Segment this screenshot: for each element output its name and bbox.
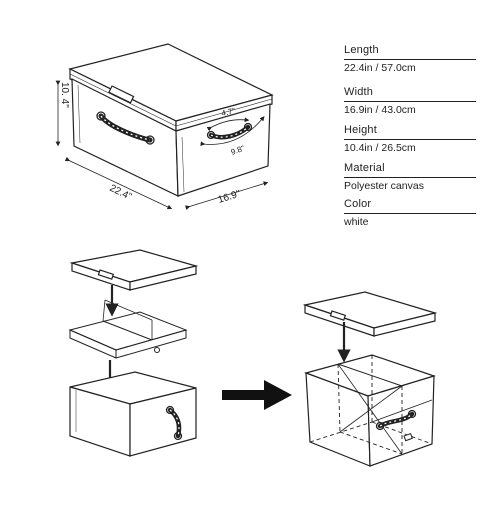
exploded-box-handle: [165, 405, 183, 441]
spec-color: Color white: [344, 198, 484, 229]
dim-width: 16.9": [217, 188, 243, 205]
spec-divider: [344, 101, 476, 102]
spec-label: Height: [344, 124, 377, 136]
spec-width: Width 16.9in / 43.0cm: [344, 86, 484, 117]
handle-dimension-lines: [200, 116, 265, 147]
exploded-box: [69, 371, 197, 457]
spec-value: 22.4in / 57.0cm: [344, 62, 416, 74]
assembled-lid: [302, 291, 438, 337]
spec-divider: [344, 213, 476, 214]
exploded-lid: [69, 249, 199, 291]
spec-height: Height 10.4in / 26.5cm: [344, 124, 484, 155]
spec-material: Material Polyester canvas: [344, 162, 484, 193]
dim-height: 10. 4": [59, 82, 70, 108]
spec-length: Length 22.4in / 57.0cm: [344, 44, 484, 75]
spec-divider: [344, 177, 476, 178]
spec-label: Color: [344, 198, 372, 210]
spec-value: 16.9in / 43.0cm: [344, 104, 416, 116]
assembled-box-handle: [375, 409, 417, 442]
spec-label: Material: [344, 162, 385, 174]
spec-divider: [344, 139, 476, 140]
spec-value: white: [344, 216, 369, 228]
dim-length: 22.4": [108, 183, 134, 203]
assembled-box: [304, 354, 436, 467]
transition-arrow: [222, 380, 292, 410]
spec-label: Width: [344, 86, 374, 98]
dim-handle-inner: 4.7": [221, 106, 237, 118]
spec-label: Length: [344, 44, 379, 56]
exploded-divider-insert: [68, 299, 188, 359]
box-dimension-lines: [55, 80, 269, 210]
rope-handle-front: [96, 111, 155, 145]
spec-value: 10.4in / 26.5cm: [344, 142, 416, 154]
spec-divider: [344, 59, 476, 60]
spec-value: Polyester canvas: [344, 180, 424, 192]
